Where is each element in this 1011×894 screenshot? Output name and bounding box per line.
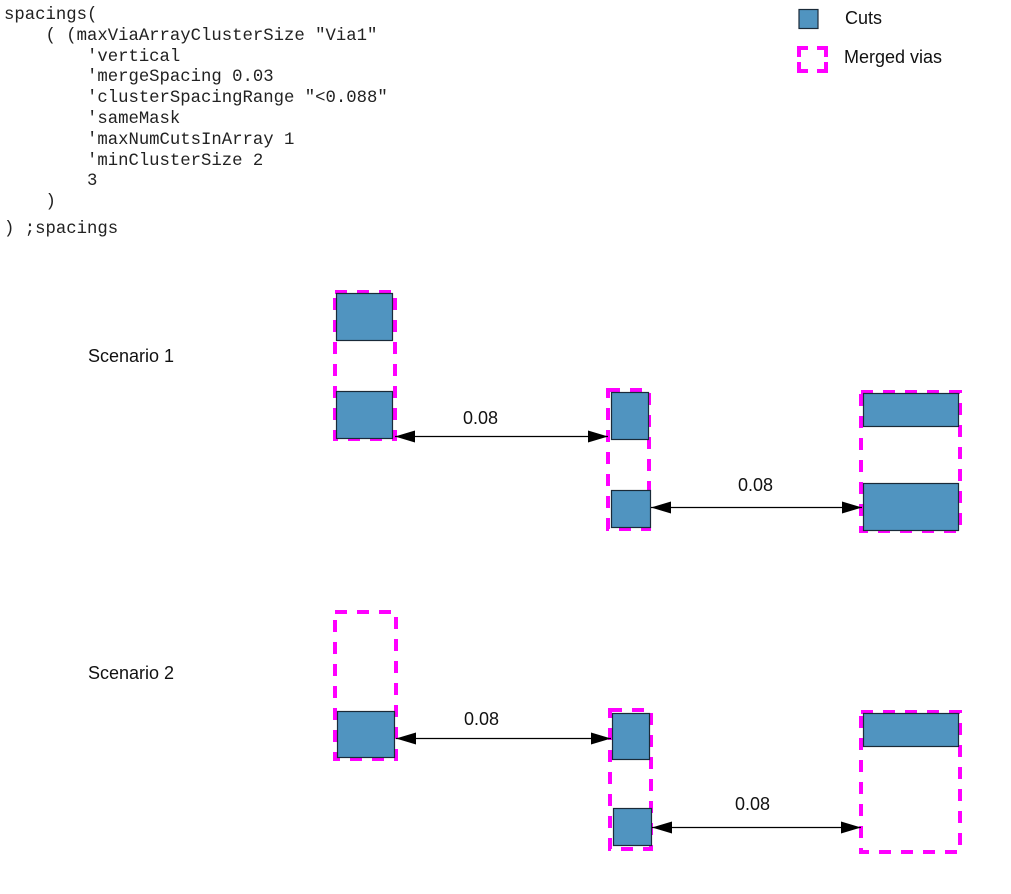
- code-line: 'mergeSpacing 0.03: [4, 68, 274, 88]
- via-cut: [335, 292, 394, 342]
- code-line: spacings(: [4, 6, 98, 25]
- code-line: ): [4, 193, 56, 213]
- merged-via-box: [608, 708, 653, 851]
- legend-label-merged-vias: Merged vias: [844, 47, 943, 67]
- via-cut: [862, 712, 960, 748]
- rule-code-block: spacings( ( (maxViaArrayClusterSize "Via…: [4, 6, 388, 241]
- code-line: 'sameMask: [4, 109, 181, 129]
- merged-via-dashed-icon: [797, 46, 828, 73]
- via-cut: [611, 712, 651, 761]
- via-cut: [862, 392, 960, 428]
- scenario-2-label: Scenario 2: [88, 663, 175, 683]
- legend: [797, 8, 828, 73]
- cut-square-icon: [798, 8, 819, 30]
- legend-label-cuts: Cuts: [845, 8, 883, 28]
- spacing-value-label: 0.08: [464, 709, 500, 729]
- merged-via-box: [859, 710, 962, 854]
- scenario-2-diagram: [333, 610, 962, 854]
- code-line: 3: [4, 172, 98, 192]
- code-line: 'vertical: [4, 47, 181, 67]
- via-cut: [610, 391, 650, 441]
- code-line: ( (maxViaArrayClusterSize "Via1": [4, 26, 378, 46]
- via-cut: [335, 390, 394, 440]
- spacing-value-label: 0.08: [463, 408, 499, 428]
- via-cut: [612, 807, 653, 847]
- scenario-1-label: Scenario 1: [88, 346, 175, 366]
- code-line: 'minClusterSize 2: [4, 151, 264, 171]
- via-cut: [610, 489, 652, 529]
- via-cut: [336, 710, 396, 759]
- via-cut: [862, 482, 960, 532]
- spacing-value-label: 0.08: [735, 794, 771, 814]
- merged-via-box: [333, 290, 397, 441]
- merged-via-box: [606, 388, 651, 531]
- code-closing-line: ) ;spacings: [4, 219, 119, 239]
- spacing-value-label: 0.08: [738, 475, 774, 495]
- code-line: 'clusterSpacingRange "<0.088": [4, 89, 388, 109]
- scenario-1-diagram: [333, 290, 962, 533]
- code-line: 'maxNumCutsInArray 1: [4, 130, 295, 150]
- merged-via-box: [333, 610, 398, 761]
